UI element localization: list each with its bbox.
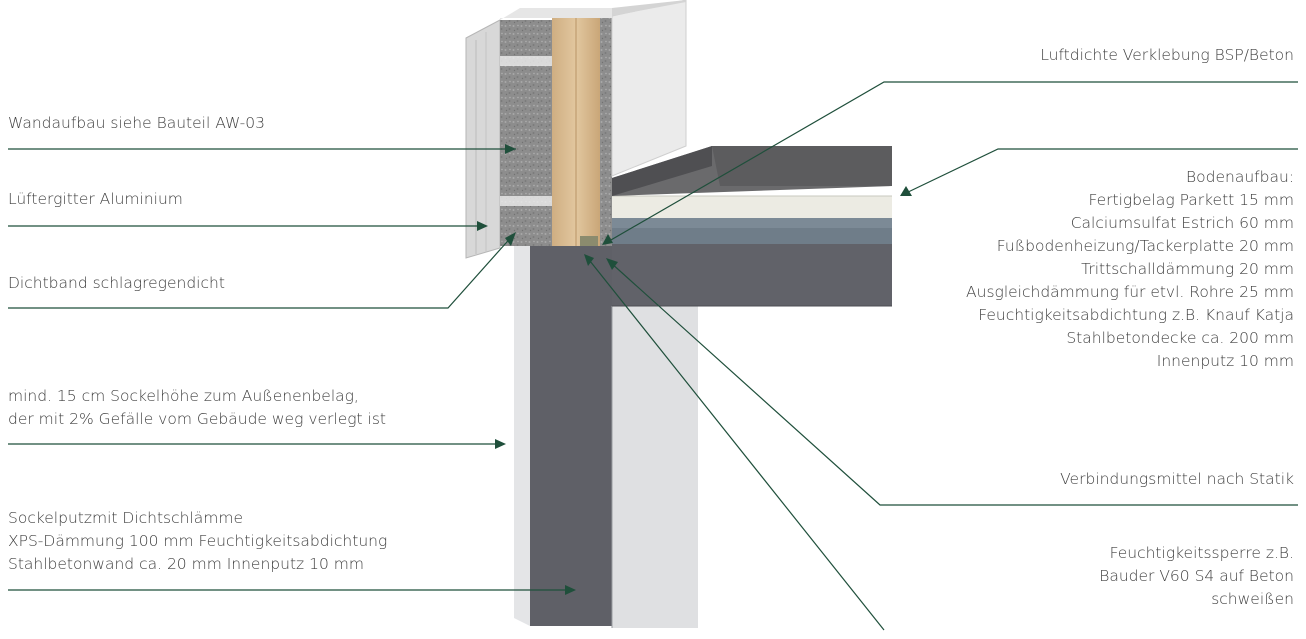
label-line: schweißen <box>1211 590 1294 608</box>
label-text: Luftdichte Verklebung BSP/Beton <box>1040 46 1294 64</box>
label-line: Trittschalldämmung 20 mm <box>1081 260 1294 278</box>
label-line: Bauder V60 S4 auf Beton <box>1099 567 1294 585</box>
label-text: Wandaufbau siehe Bauteil AW-03 <box>8 114 265 132</box>
label-fasteners: Verbindungsmittel nach Statik <box>1060 468 1294 491</box>
label-line: Fertigbelag Parkett 15 mm <box>1088 191 1294 209</box>
label-wall-build-up: Wandaufbau siehe Bauteil AW-03 <box>8 112 265 135</box>
label-line: der mit 2% Gefälle vom Gebäude weg verle… <box>8 410 387 428</box>
label-floor-build-up: Bodenaufbau: Fertigbelag Parkett 15 mm C… <box>966 166 1294 373</box>
label-sealing-tape: Dichtband schlagregendicht <box>8 272 225 295</box>
concrete-wall <box>514 244 698 628</box>
leader-lines <box>8 81 1298 631</box>
label-line: Calciumsulfat Estrich 60 mm <box>1070 214 1294 232</box>
label-moisture-barrier: Feuchtigkeitssperre z.B. Bauder V60 S4 a… <box>1099 542 1294 611</box>
label-text: Lüftergitter Aluminium <box>8 190 183 208</box>
floor-layers <box>598 146 892 244</box>
label-airtight-bonding: Luftdichte Verklebung BSP/Beton <box>1040 44 1294 67</box>
label-line: mind. 15 cm Sockelhöhe zum Außenenbelag, <box>8 387 359 405</box>
label-text: Dichtband schlagregendicht <box>8 274 225 292</box>
label-line: Sockelputzmit Dichtschlämme <box>8 509 244 527</box>
floor-slab <box>530 244 892 307</box>
label-line: Fußbodenheizung/Tackerplatte 20 mm <box>996 237 1294 255</box>
label-line: Innenputz 10 mm <box>1156 352 1294 370</box>
label-line: Stahlbetondecke ca. 200 mm <box>1066 329 1294 347</box>
label-line: Stahlbetonwand ca. 20 mm Innenputz 10 mm <box>8 555 364 573</box>
timber-wall <box>465 0 687 259</box>
label-line: Feuchtigkeitsabdichtung z.B. Knauf Katja <box>978 306 1294 324</box>
label-line: XPS-Dämmung 100 mm Feuchtigkeitsabdichtu… <box>8 532 388 550</box>
label-plinth-height: mind. 15 cm Sockelhöhe zum Außenenbelag,… <box>8 385 386 431</box>
label-vent-grille: Lüftergitter Aluminium <box>8 188 183 211</box>
label-plinth-layers: Sockelputzmit Dichtschlämme XPS-Dämmung … <box>8 507 387 576</box>
label-heading: Bodenaufbau: <box>1186 168 1294 186</box>
label-line: Feuchtigkeitssperre z.B. <box>1109 544 1294 562</box>
label-text: Verbindungsmittel nach Statik <box>1060 470 1294 488</box>
label-line: Ausgleichdämmung für etvl. Rohre 25 mm <box>966 283 1294 301</box>
